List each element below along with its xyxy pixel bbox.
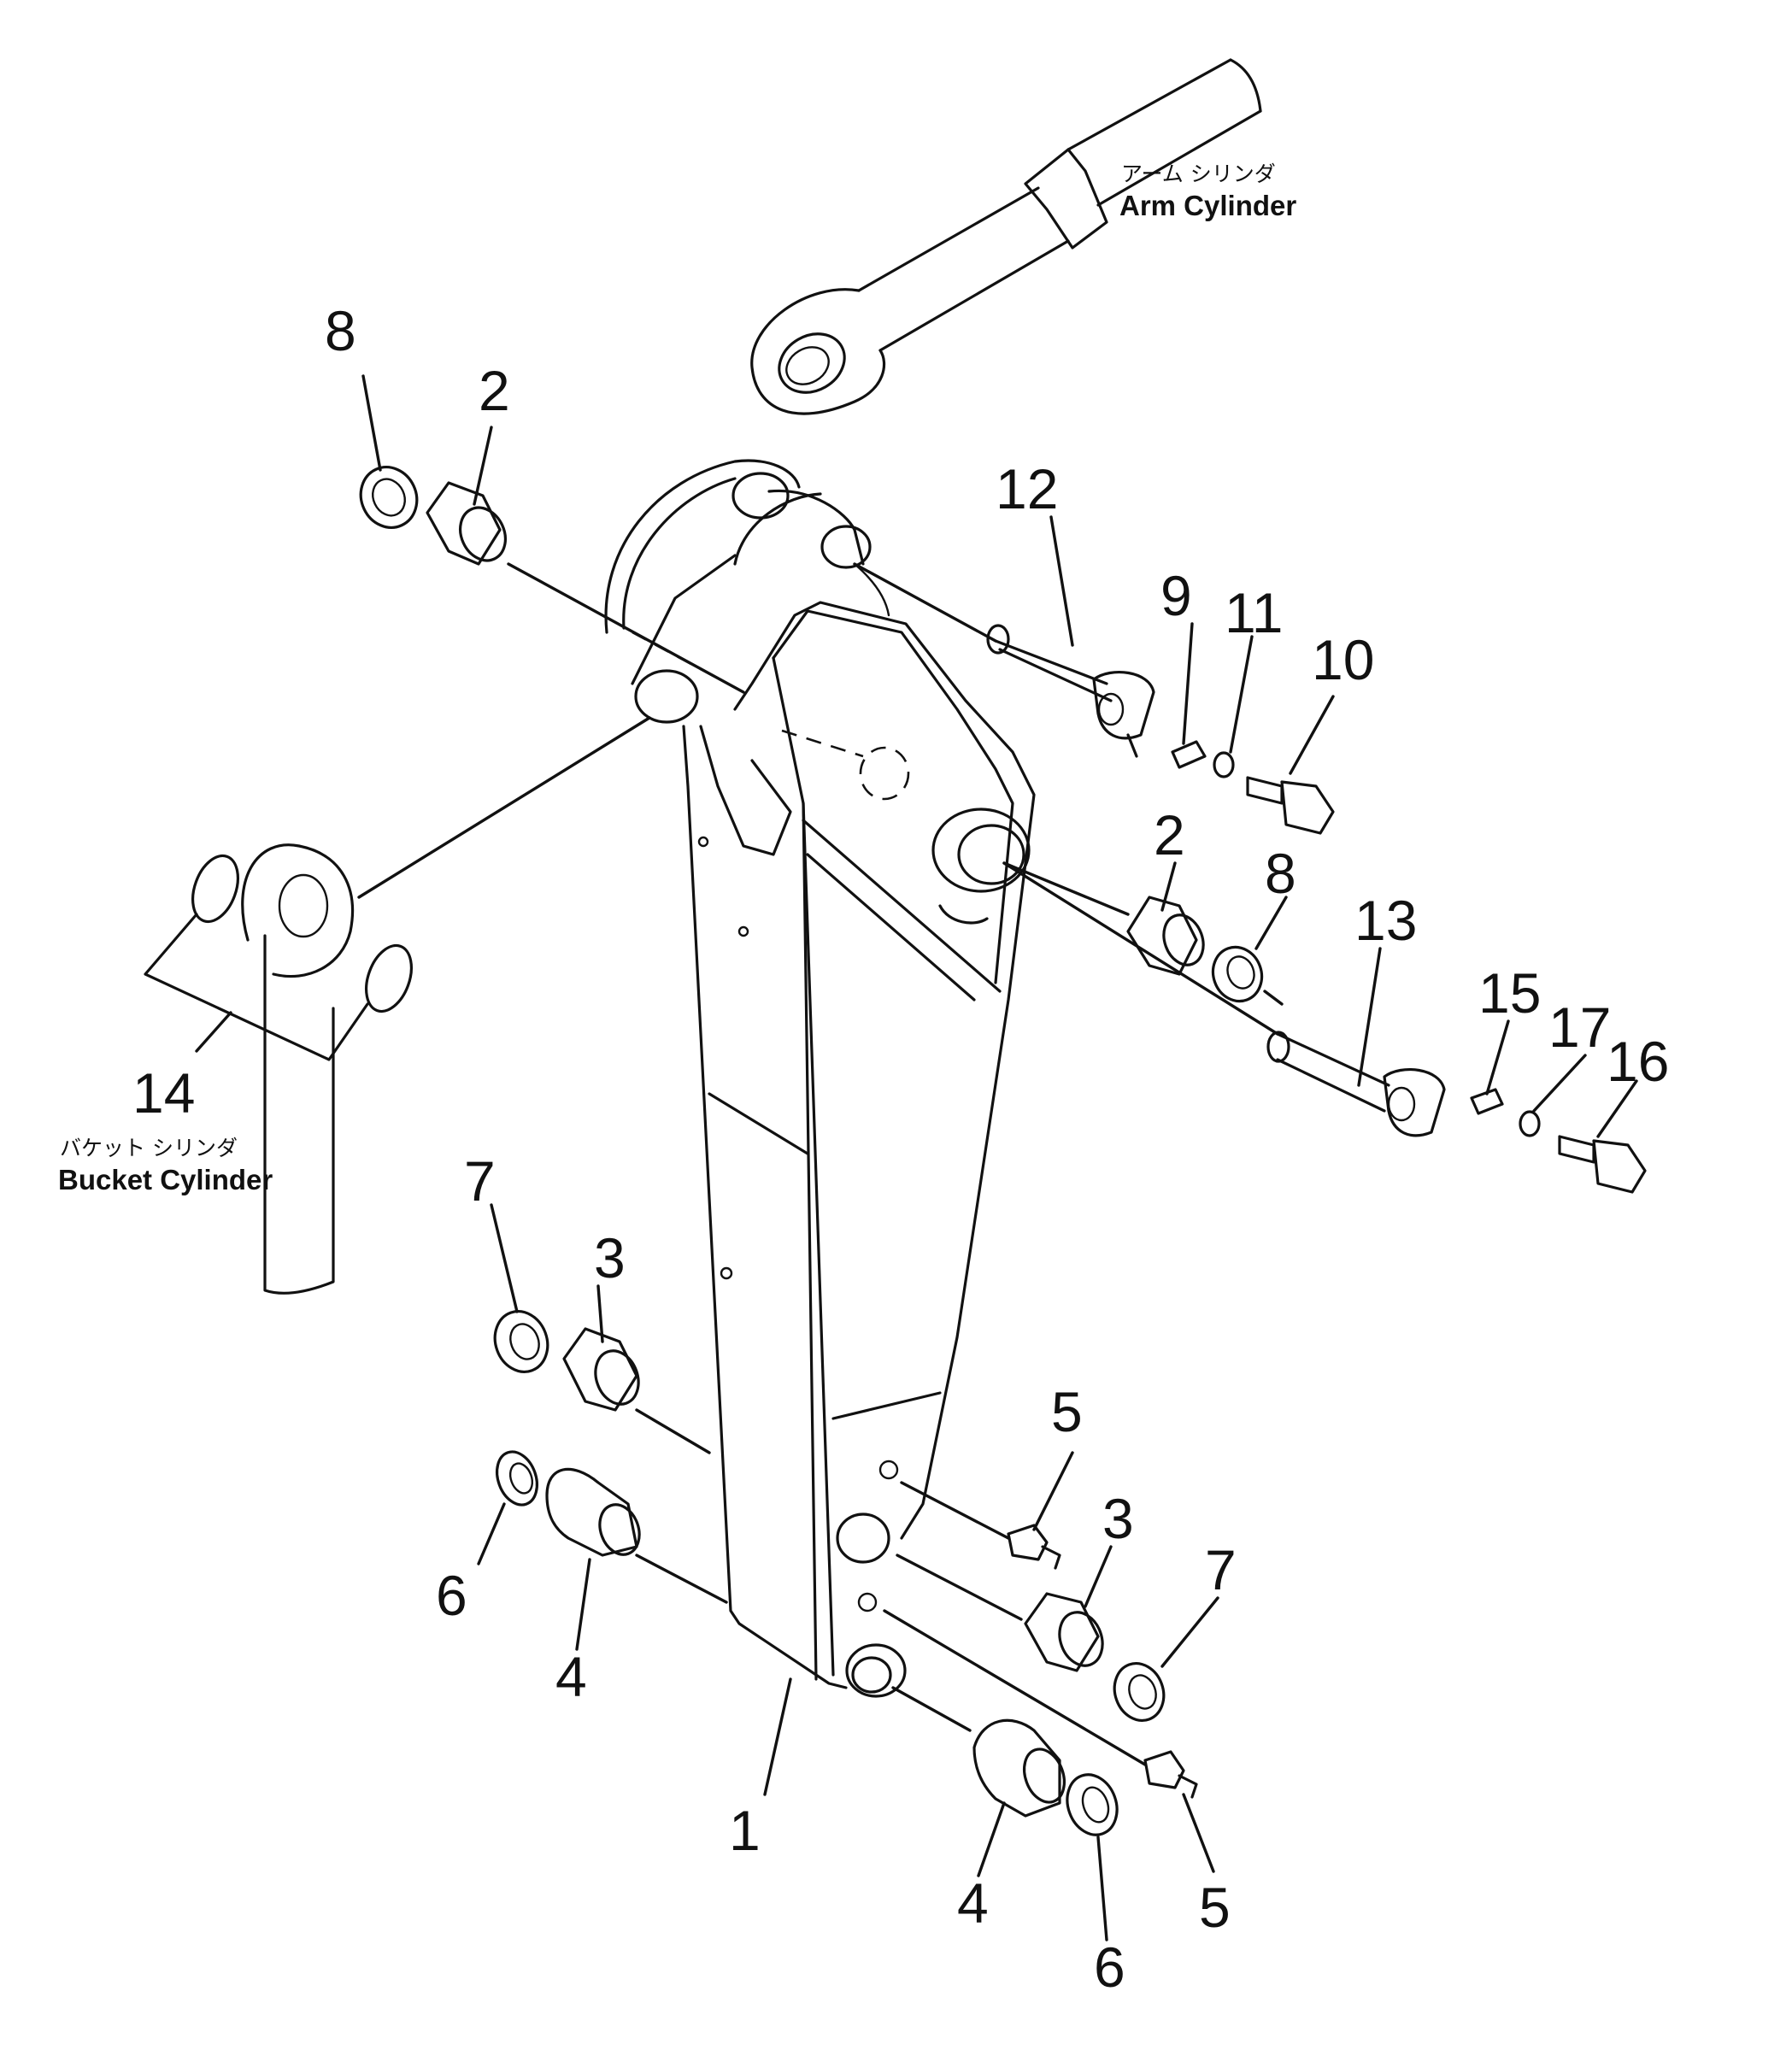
callout-4-left: 4 [555,1645,587,1708]
seal-8-right [1211,945,1264,1003]
callout-6-left: 6 [436,1564,467,1627]
seal-7-right [1113,1662,1166,1722]
bushing-2-right [1126,896,1205,976]
bucket-cylinder [144,716,651,1295]
callout-11: 11 [1225,581,1284,644]
callout-5-upper: 5 [1051,1380,1083,1443]
seal-6-bottom [1066,1773,1119,1836]
grease-fitting-5-upper [900,1481,1061,1570]
seal-8-top [359,466,419,529]
bushing-3-left [562,1327,711,1454]
callout-13: 13 [1354,889,1417,952]
axis-line-front-boss [1002,861,1284,1006]
callout-7-right: 7 [1205,1538,1237,1601]
bucket-cylinder-jp-label: バケット シリンダ [60,1136,238,1160]
callout-8-top: 8 [325,299,356,362]
callout-2-right: 2 [1154,803,1185,866]
callout-6-bottom: 6 [1094,1935,1125,1999]
callout-2-top: 2 [479,359,510,422]
callout-3-left: 3 [594,1226,626,1289]
callout-4-bottom: 4 [957,1871,989,1935]
arm-cylinder-en-label: Arm Cylinder [1119,190,1296,221]
seal-6-left [496,1450,538,1507]
callout-9: 9 [1160,564,1192,627]
callout-16: 16 [1607,1030,1669,1093]
callout-leaders [361,374,1638,1941]
arm-cylinder [750,58,1262,415]
bushing-4-left [545,1467,728,1604]
callout-7-left: 7 [464,1149,496,1213]
bushing-4-right [891,1686,1066,1818]
callout-15: 15 [1478,961,1541,1025]
bushing-3-right [896,1554,1104,1672]
pin-12 [853,562,1155,758]
bucket-cylinder-caption: バケット シリンダ Bucket Cylinder [58,1136,273,1195]
washer-11 [1213,751,1235,778]
arm-cylinder-caption: アーム シリンダ Arm Cylinder [1119,162,1296,221]
callout-8-right: 8 [1265,842,1296,905]
pin-13 [1002,861,1446,1137]
bushing-2-top [426,481,745,694]
callout-5-lower: 5 [1199,1876,1231,1939]
callout-3-right: 3 [1102,1487,1134,1550]
plate-9 [1171,740,1207,769]
grease-fitting-5-lower [883,1609,1198,1799]
callout-17: 17 [1548,996,1611,1059]
callout-12: 12 [996,457,1058,520]
bolt-10 [1246,776,1335,835]
bolt-16 [1558,1135,1647,1194]
washer-17 [1519,1110,1541,1137]
arm-cylinder-jp-label: アーム シリンダ [1121,162,1276,186]
bucket-cylinder-en-label: Bucket Cylinder [58,1164,273,1195]
callout-10: 10 [1312,628,1374,691]
callout-14: 14 [132,1061,195,1125]
callout-1: 1 [729,1799,761,1862]
arm-body [604,459,1036,1698]
seal-7-left [493,1310,549,1373]
callout-numbers: 8 2 12 9 11 10 2 8 13 15 17 16 14 7 3 5 … [132,299,1669,1999]
